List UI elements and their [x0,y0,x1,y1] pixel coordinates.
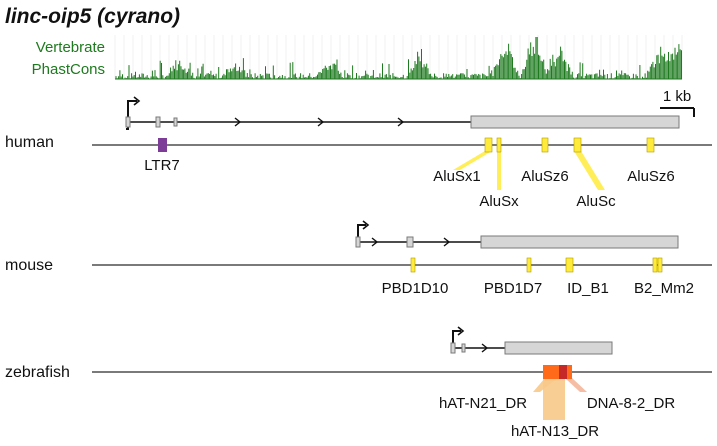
te-label-b2-mm2: B2_Mm2 [634,280,694,297]
te-block-hat-n21 [543,365,572,379]
te-block-b2-mm2-b [657,257,663,273]
human-exon-1 [125,116,131,128]
te-block-alusz6-b [646,137,655,153]
te-block-alusc [573,137,582,153]
species-label-mouse: mouse [5,257,53,274]
phastcons-signal [115,37,682,79]
species-label-human: human [5,134,54,151]
te-label-pbd1d7: PBD1D7 [484,280,542,297]
human-exon-2 [155,116,161,128]
mouse-locus: mouse PBD1D10 PBD1D7 ID_B1 B2_Mm2 [5,220,712,297]
te-label-alusx1: AluSx1 [433,168,481,185]
zebrafish-exon-2 [461,343,466,353]
te-label-hat-n13: hAT-N13_DR [511,423,599,440]
scale-bar: 1 kb [660,88,695,117]
te-label-dna-8-2: DNA-8-2_DR [587,395,676,412]
human-last-exon [470,115,680,129]
human-tss-arrowhead-icon [133,96,141,106]
figure-title: linc-oip5 (cyrano) [5,5,180,28]
te-label-id-b1: ID_B1 [567,280,609,297]
te-label-ltr7: LTR7 [144,157,180,174]
human-strand-chevrons-icon [234,117,405,127]
conservation-track-label-1: Vertebrate [36,39,105,56]
te-block-pbd1d10 [410,257,416,273]
te-block-b2-mm2-a [652,257,658,273]
mouse-last-exon [480,235,679,249]
te-block-alusx [496,137,502,153]
te-block-ltr7 [158,138,167,152]
conservation-track-label-2: PhastCons [32,61,105,78]
te-label-hat-n21: hAT-N21_DR [439,395,527,412]
human-exon-3 [173,117,178,127]
te-label-alusc: AluSc [576,193,616,210]
zebrafish-last-exon [504,341,613,355]
species-label-zebrafish: zebrafish [5,364,70,381]
mouse-exon-1 [355,236,361,248]
scale-bar-label: 1 kb [663,88,691,105]
human-locus: human LTR7 AluSx1 AluSx AluSz6 AluSc Alu… [5,96,712,210]
te-label-alusz6-a: AluSz6 [521,168,569,185]
zebrafish-strand-chevron-icon [481,343,489,353]
te-block-dna-8-2 [559,365,567,379]
te-label-alusx: AluSx [479,193,519,210]
te-label-alusz6-b: AluSz6 [627,168,675,185]
hat-n13-connector-band [543,378,565,420]
zebrafish-exon-1 [450,342,456,354]
zebrafish-tss-arrowhead-icon [457,326,465,336]
te-block-pbd1d7 [526,257,532,273]
mouse-strand-chevrons-icon [371,237,451,247]
te-block-alusx1 [484,137,493,153]
zebrafish-locus: zebrafish hAT-N21_DR DNA-8-2_DR hAT-N13_… [5,326,712,440]
te-label-pbd1d10: PBD1D10 [382,280,449,297]
te-block-alusz6-a [541,137,549,153]
mouse-tss-arrowhead-icon [362,220,370,230]
phastcons-conservation-track [114,35,683,80]
mouse-exon-2 [406,236,414,248]
te-block-id-b1 [565,257,574,273]
